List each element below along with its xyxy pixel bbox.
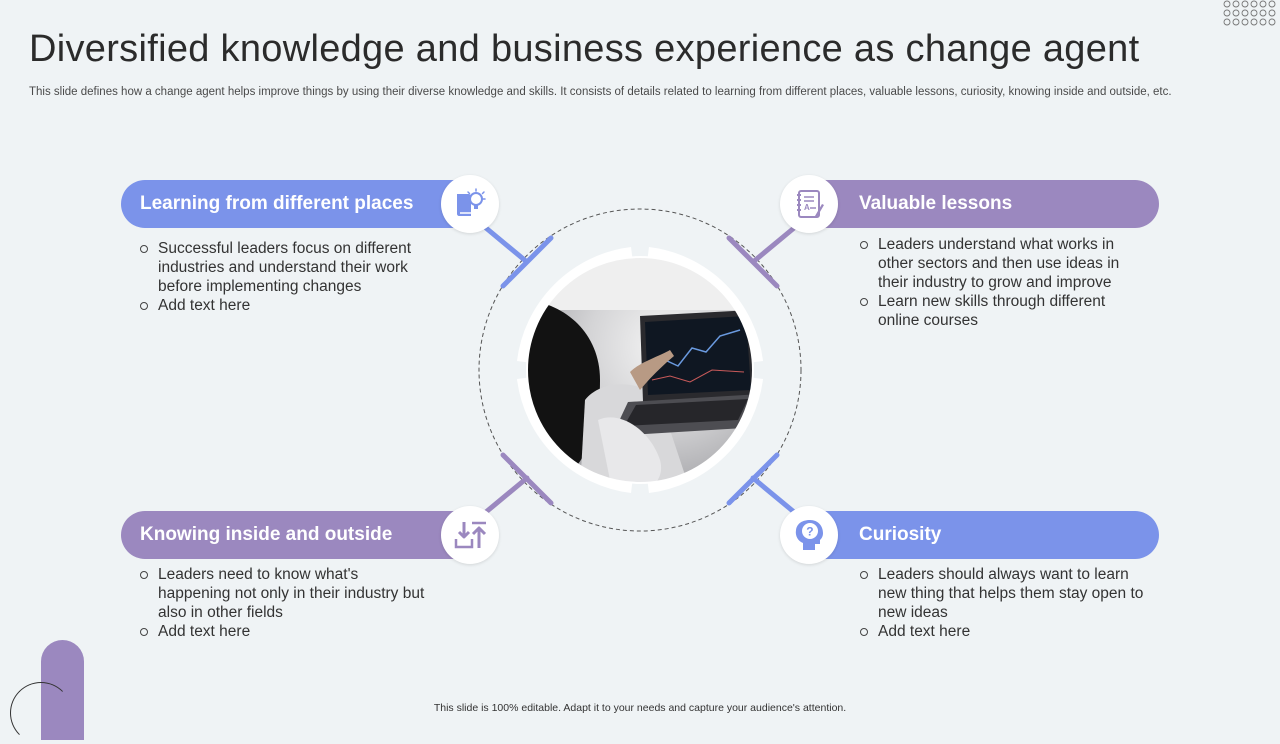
book-lightbulb-icon — [441, 175, 499, 233]
section-bullets-valuable-lessons: Leaders understand what works in other s… — [859, 235, 1149, 330]
section-heading-label: Knowing inside and outside — [140, 524, 393, 545]
notebook-icon: A — [780, 175, 838, 233]
slide-footer: This slide is 100% editable. Adapt it to… — [433, 702, 847, 714]
section-heading-valuable-lessons: Valuable lessons — [781, 180, 1159, 228]
download-upload-icon — [441, 506, 499, 564]
list-item: Add text here — [139, 296, 429, 315]
slide-subtitle: This slide defines how a change agent he… — [29, 86, 1172, 98]
dot-grid-decoration — [1223, 0, 1276, 26]
section-heading-label: Curiosity — [859, 524, 942, 545]
section-heading-learning: Learning from different places — [121, 180, 479, 228]
section-bullets-knowing-inside-outside: Leaders need to know what's happening no… — [139, 565, 429, 641]
connector-bottom-right — [726, 452, 797, 515]
list-item: Leaders need to know what's happening no… — [139, 565, 429, 622]
list-item: Add text here — [139, 622, 429, 641]
arc-decoration — [10, 682, 72, 744]
connector-top-right — [726, 225, 797, 289]
list-item: Leaders understand what works in other s… — [859, 235, 1149, 292]
connector-top-left — [483, 225, 554, 289]
section-heading-curiosity: Curiosity — [781, 511, 1159, 559]
section-heading-knowing-inside-outside: Knowing inside and outside — [121, 511, 479, 559]
list-item: Successful leaders focus on different in… — [139, 239, 429, 296]
head-question-icon: ? — [780, 506, 838, 564]
section-heading-label: Learning from different places — [140, 193, 414, 214]
list-item: Learn new skills through different onlin… — [859, 292, 1149, 330]
center-graphic — [478, 208, 802, 532]
list-item: Add text here — [859, 622, 1149, 641]
section-bullets-learning: Successful leaders focus on different in… — [139, 239, 429, 315]
slide-title: Diversified knowledge and business exper… — [29, 28, 1140, 70]
connector-bottom-left — [483, 452, 554, 515]
svg-text:?: ? — [806, 525, 813, 539]
section-heading-label: Valuable lessons — [859, 193, 1013, 214]
section-bullets-curiosity: Leaders should always want to learn new … — [859, 565, 1149, 641]
svg-text:A: A — [804, 203, 810, 212]
dashed-orbit — [478, 208, 802, 532]
list-item: Leaders should always want to learn new … — [859, 565, 1149, 622]
